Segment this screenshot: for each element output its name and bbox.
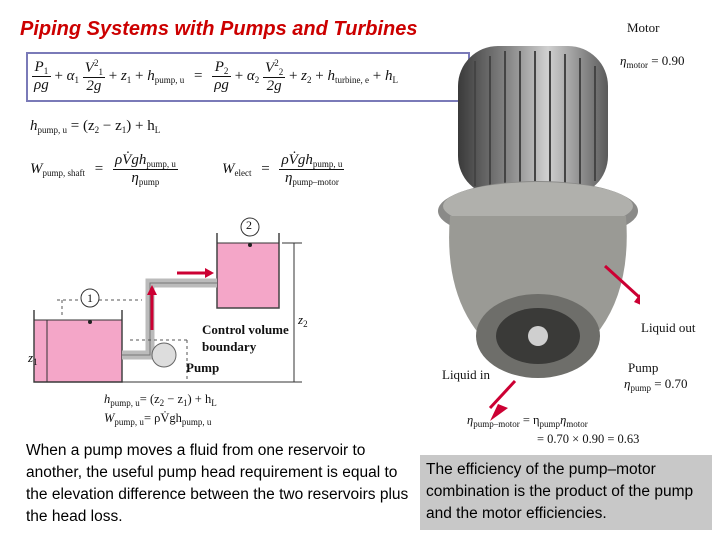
point-2-label: 2: [246, 218, 252, 232]
combined-efficiency: ηpump–motor = ηpumpηmotor: [467, 413, 588, 429]
pump-symbol: [151, 342, 177, 368]
right-caption: The efficiency of the pump–motor combina…: [420, 455, 712, 530]
motor-label: Motor: [627, 20, 660, 35]
left-caption: When a pump moves a fluid from one reser…: [26, 442, 409, 525]
page-title: Piping Systems with Pumps and Turbines: [20, 18, 418, 40]
lower-reservoir: [34, 320, 122, 382]
motor-efficiency: ηmotor = 0.90: [620, 53, 685, 70]
reservoir-diagram: [33, 217, 302, 383]
velocity-term-2: V22 2g: [263, 58, 286, 94]
velocity-term-1: V21 2g: [82, 58, 105, 94]
pump-label: Pump: [186, 360, 220, 375]
energy-equation-box: P1 ρg + α1 V21 2g + z1 + hpump, u = P2 ρ…: [26, 52, 470, 102]
liquid-out-label: Liquid out: [641, 320, 696, 335]
z1-label: z1: [28, 350, 38, 367]
combined-efficiency-result: = 0.70 × 0.90 = 0.63: [537, 432, 640, 446]
pump-motor-photo: [438, 46, 640, 421]
liquid-out-arrow: [603, 264, 640, 300]
pump-photo-label: Pump: [628, 360, 659, 375]
pressure-term-1: P1 ρg: [32, 59, 51, 93]
liquid-in-arrow: [488, 379, 517, 410]
diagram-power-equation: Wpump, u= ρV̇ghpump, u: [104, 411, 212, 427]
boundary-label: boundary: [202, 339, 257, 354]
electric-power-equation: Welect = ρV̇ghpump, u ηpump–motor: [222, 152, 345, 187]
pump-head-equation: hpump, u = (z2 − z1) + hL: [30, 118, 161, 135]
diagram-head-equation: hpump, u= (z2 − z1) + hL: [104, 392, 217, 408]
pump-efficiency: ηpump = 0.70: [624, 376, 688, 393]
upper-reservoir: [217, 243, 279, 308]
pressure-term-2: P2 ρg: [212, 59, 231, 93]
liquid-in-label: Liquid in: [442, 367, 491, 382]
point-1-label: 1: [87, 291, 93, 305]
z2-label: z2: [298, 312, 308, 329]
shaft-power-equation: Wpump, shaft = ρV̇ghpump, u ηpump: [30, 152, 178, 187]
control-volume-label: Control volume: [202, 322, 289, 337]
